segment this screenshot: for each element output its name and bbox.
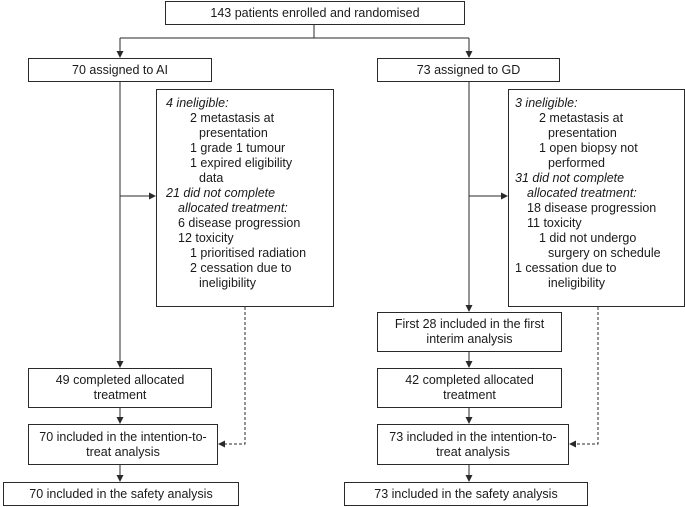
exclusion-line: 1 grade 1 tumour [190, 141, 286, 155]
exclusion-line: data [199, 171, 224, 185]
exclusion-line: 2 metastasis at [190, 111, 275, 125]
exclusion-line: 2 cessation due to [190, 261, 292, 275]
exclusion-line: 18 disease progression [527, 201, 657, 215]
ai-safety-text: 70 included in the safety analysis [29, 486, 213, 501]
gd-completed-box: 42 completed allocated treatment [377, 368, 562, 408]
gd-interim-text: First 28 included in the first interim a… [394, 317, 545, 346]
enrolled-text: 143 patients enrolled and randomised [210, 5, 420, 20]
exclusion-line: 1 expired eligibility [190, 156, 293, 170]
ai-safety-box: 70 included in the safety analysis [3, 482, 239, 506]
exclusion-line: 1 prioritised radiation [190, 246, 307, 260]
gd-assigned-box: 73 assigned to GD [377, 58, 560, 82]
ai-itt-box: 70 included in the intention-to-treat an… [28, 424, 218, 465]
exclusion-line: 12 toxicity [178, 231, 234, 245]
gd-itt-text: 73 included in the intention-to-treat an… [389, 429, 557, 459]
gd-completed-text: 42 completed allocated treatment [405, 373, 534, 402]
exclusion-line: performed [548, 156, 605, 170]
exclusion-line: ineligibility [548, 276, 605, 290]
exclusion-line: presentation [548, 126, 617, 140]
exclusion-line: 1 cessation due to [515, 261, 617, 275]
gd-safety-text: 73 included in the safety analysis [374, 486, 558, 501]
exclusion-line: 2 metastasis at [539, 111, 624, 125]
exclusion-line: 6 disease progression [178, 216, 301, 230]
ai-assigned-text: 70 assigned to AI [72, 62, 168, 77]
gd-assigned-text: 73 assigned to GD [416, 62, 521, 77]
ai-completed-box: 49 completed allocated treatment [28, 368, 212, 408]
exclusion-line: 11 toxicity [527, 216, 582, 230]
exclusion-line: allocated treatment: [527, 186, 637, 200]
gd-interim-box: First 28 included in the first interim a… [377, 312, 562, 352]
exclusion-line: 3 ineligible: [515, 96, 578, 110]
ai-assigned-box: 70 assigned to AI [28, 58, 212, 82]
exclusion-line: 31 did not complete [515, 171, 625, 185]
exclusion-line: 21 did not complete [166, 186, 276, 200]
ai-completed-text: 49 completed allocated treatment [55, 373, 185, 402]
dashed-gd-exclusions-to-itt [569, 307, 599, 448]
exclusion-line: 1 did not undergo [539, 231, 637, 245]
enrolled-box: 143 patients enrolled and randomised [165, 1, 465, 25]
gd-safety-box: 73 included in the safety analysis [344, 482, 588, 506]
exclusion-line: allocated treatment: [178, 201, 288, 215]
exclusion-line: ineligibility [199, 276, 256, 290]
dashed-ai-exclusions-to-itt [218, 307, 246, 448]
exclusion-line: presentation [199, 126, 268, 140]
gd-itt-box: 73 included in the intention-to-treat an… [377, 424, 569, 465]
exclusion-line: 4 ineligible: [166, 96, 229, 110]
exclusion-line: 1 open biopsy not [539, 141, 638, 155]
exclusion-line: surgery on schedule [548, 246, 661, 260]
ai-itt-text: 70 included in the intention-to-treat an… [39, 429, 207, 459]
